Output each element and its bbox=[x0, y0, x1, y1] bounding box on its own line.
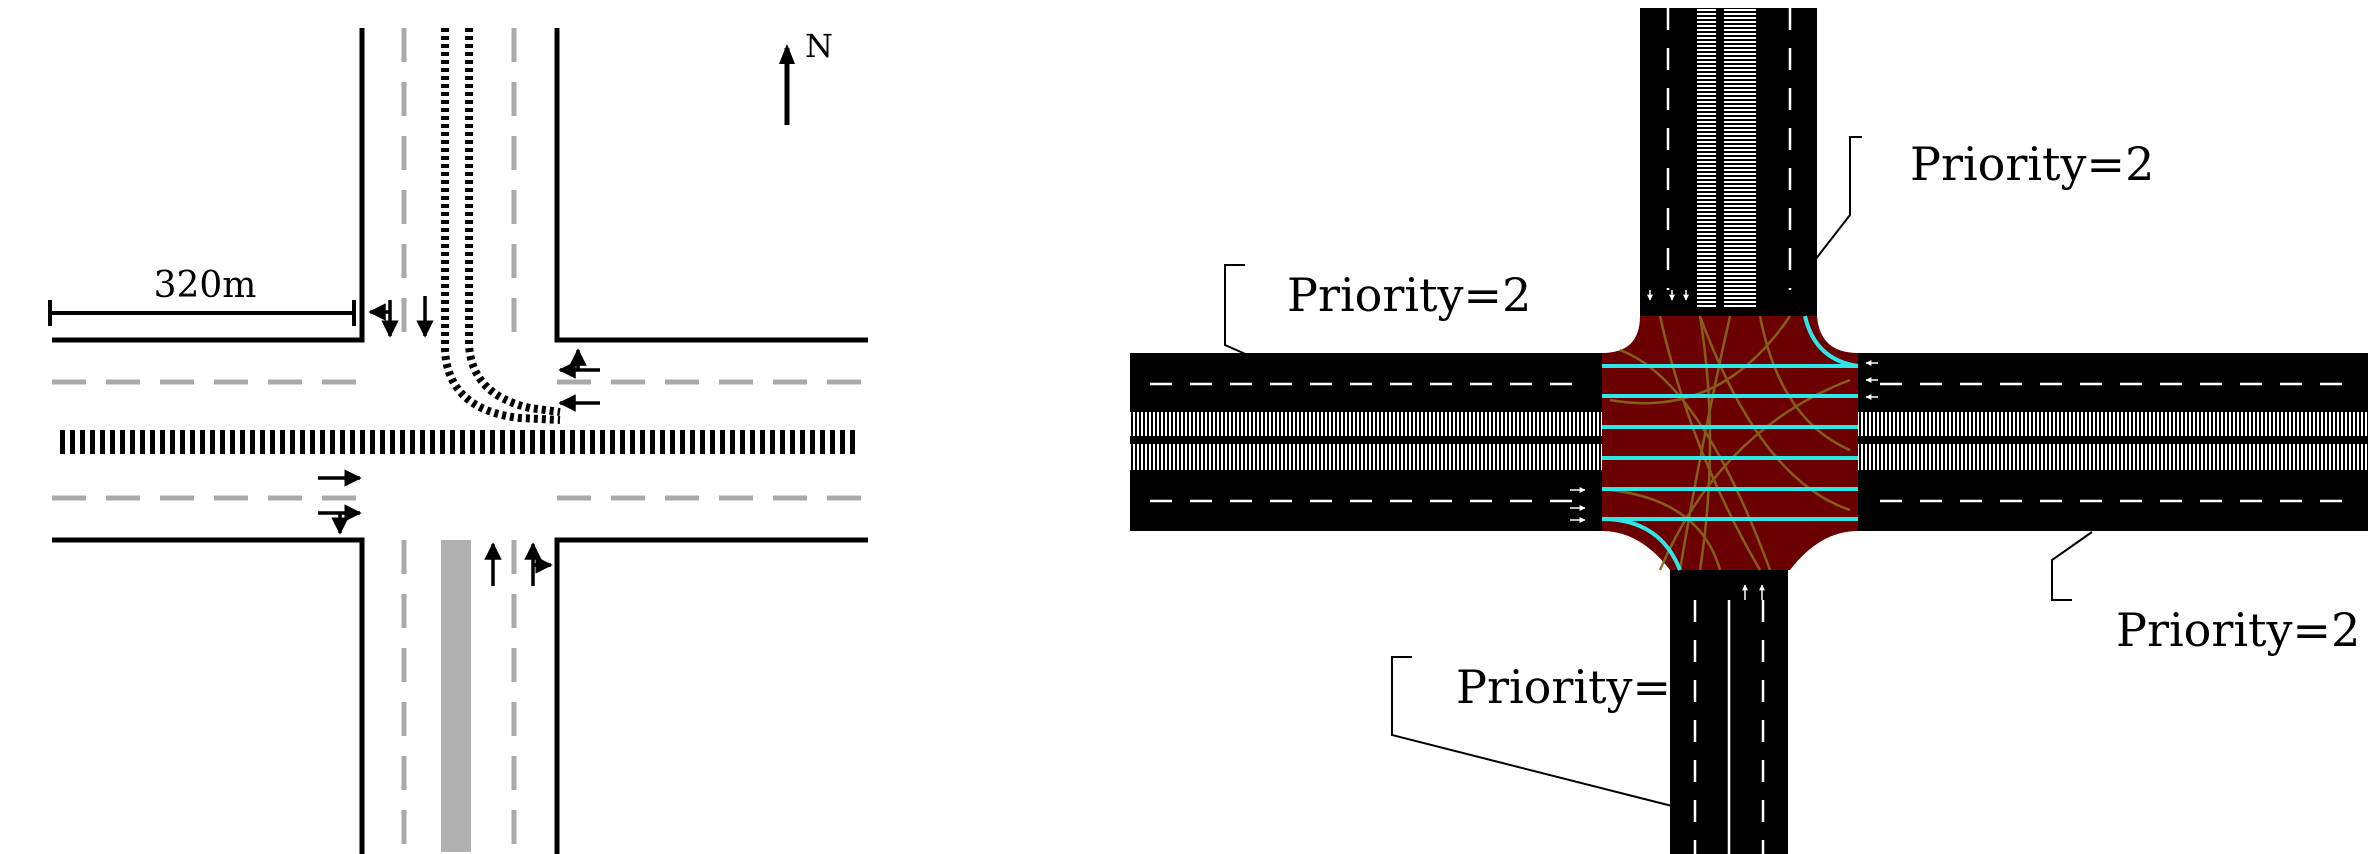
north-arrow-icon bbox=[779, 44, 795, 125]
crosswalks bbox=[1601, 315, 1859, 571]
north-label: N bbox=[805, 27, 833, 65]
railway-curve bbox=[441, 28, 561, 424]
priority-label-west: Priority=2 bbox=[1287, 268, 1531, 322]
priority-label-east: Priority=2 bbox=[2116, 603, 2360, 657]
right-intersection-simulation: Priority=2 Priority=2 Priority=2 Priorit… bbox=[1130, 8, 2368, 854]
railway-horizontal bbox=[60, 423, 855, 457]
median-strip bbox=[441, 540, 471, 852]
west-tram-track bbox=[1130, 412, 1602, 470]
callout-lines bbox=[1224, 136, 2093, 807]
distance-label: 320m bbox=[154, 265, 257, 306]
lane-arrows bbox=[1570, 290, 1878, 600]
curb-lines bbox=[52, 28, 868, 854]
dimension-line bbox=[48, 300, 356, 326]
east-tram-track bbox=[1858, 412, 2368, 470]
north-tram-track bbox=[1697, 8, 1757, 308]
left-intersection-schematic: 320m N bbox=[48, 27, 868, 854]
turn-arrows bbox=[318, 296, 600, 586]
priority-label-south: Priority=1 bbox=[1456, 660, 1700, 714]
priority-label-north: Priority=2 bbox=[1910, 137, 2154, 191]
road-lane-markings bbox=[1150, 8, 2360, 854]
junction-area bbox=[1602, 316, 1858, 570]
